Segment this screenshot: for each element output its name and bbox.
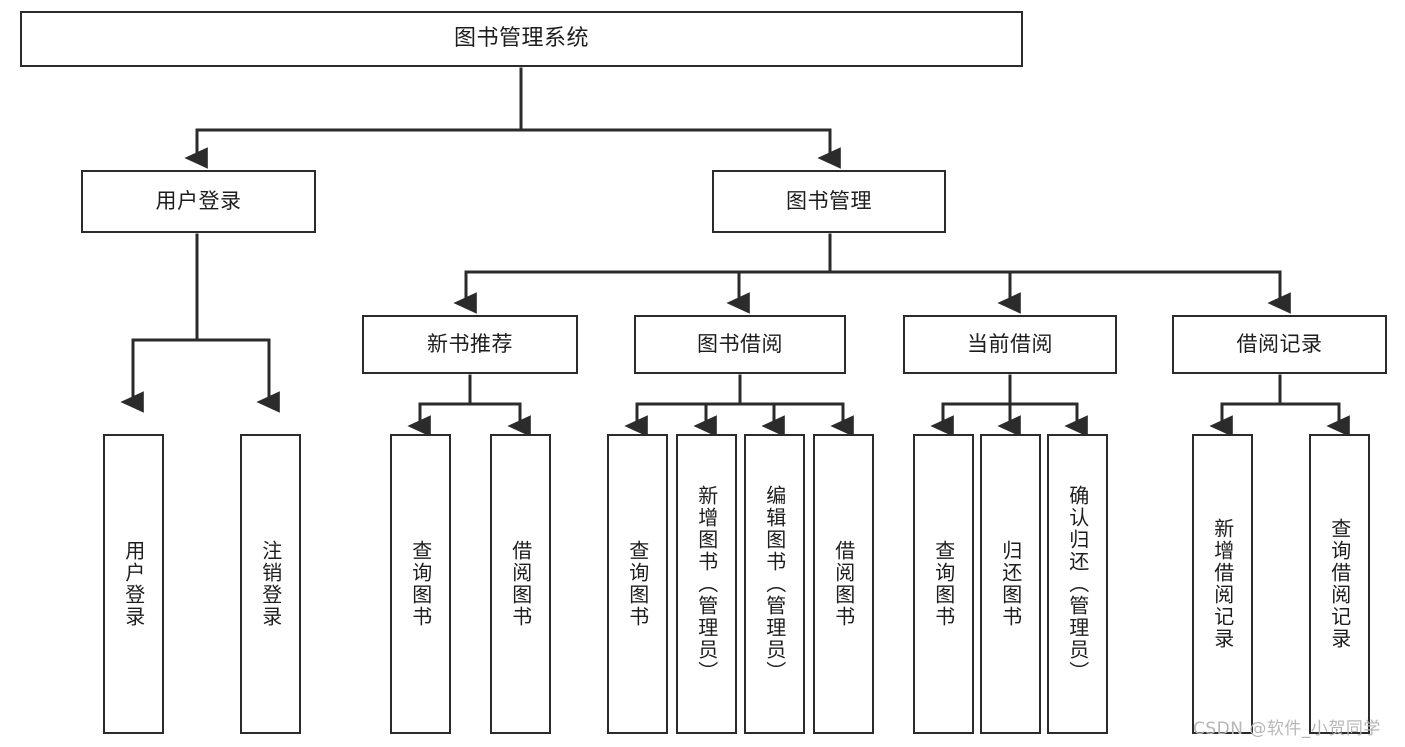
node-label: 图书管理系统 — [453, 26, 589, 52]
node-label: 当前借阅 — [967, 332, 1053, 357]
node-label: 借阅记录 — [1236, 332, 1323, 357]
csdn-watermark: CSDN @软件_小贺同学 — [1193, 719, 1381, 739]
node-root-system[interactable]: 图书管理系统 — [20, 11, 1023, 67]
leaf-query-book-borrow[interactable]: 查询图书 — [607, 434, 668, 734]
node-label: 图书借阅 — [697, 332, 783, 357]
leaf-query-book-recommend[interactable]: 查询图书 — [390, 434, 451, 734]
leaf-borrow-book[interactable]: 借阅图书 — [813, 434, 874, 734]
leaf-query-book-current[interactable]: 查询图书 — [913, 434, 974, 734]
node-label: 注销登录 — [258, 540, 283, 628]
node-label: 新书推荐 — [427, 332, 513, 357]
node-current-borrow[interactable]: 当前借阅 — [903, 315, 1117, 374]
leaf-borrow-book-recommend[interactable]: 借阅图书 — [490, 434, 551, 734]
node-label: 编辑图书（管理员） — [762, 485, 787, 683]
node-new-book-recommend[interactable]: 新书推荐 — [362, 315, 578, 374]
node-book-management[interactable]: 图书管理 — [712, 170, 946, 233]
node-borrow-record[interactable]: 借阅记录 — [1172, 315, 1387, 374]
node-user-login[interactable]: 用户登录 — [81, 170, 316, 233]
node-label: 确认归还（管理员） — [1065, 485, 1090, 683]
leaf-confirm-return-admin[interactable]: 确认归还（管理员） — [1047, 434, 1108, 734]
node-label: 用户登录 — [155, 189, 242, 214]
node-label: 新增借阅记录 — [1210, 518, 1235, 650]
node-label: 新增图书（管理员） — [694, 485, 719, 683]
node-label: 查询图书 — [408, 540, 433, 628]
leaf-add-book-admin[interactable]: 新增图书（管理员） — [676, 434, 737, 734]
node-label: 借阅图书 — [508, 540, 533, 628]
node-label: 查询借阅记录 — [1327, 518, 1352, 650]
node-label: 查询图书 — [625, 540, 650, 628]
node-label: 查询图书 — [931, 540, 956, 628]
leaf-query-borrow-record[interactable]: 查询借阅记录 — [1309, 434, 1370, 734]
leaf-add-borrow-record[interactable]: 新增借阅记录 — [1192, 434, 1253, 734]
node-label: 借阅图书 — [831, 540, 856, 628]
leaf-edit-book-admin[interactable]: 编辑图书（管理员） — [744, 434, 805, 734]
leaf-user-login[interactable]: 用户登录 — [103, 434, 164, 734]
node-label: 用户登录 — [121, 540, 146, 628]
node-label: 图书管理 — [786, 189, 872, 214]
node-label: 归还图书 — [998, 540, 1023, 628]
leaf-logout[interactable]: 注销登录 — [240, 434, 301, 734]
leaf-return-book[interactable]: 归还图书 — [980, 434, 1041, 734]
node-book-borrow[interactable]: 图书借阅 — [634, 315, 846, 374]
